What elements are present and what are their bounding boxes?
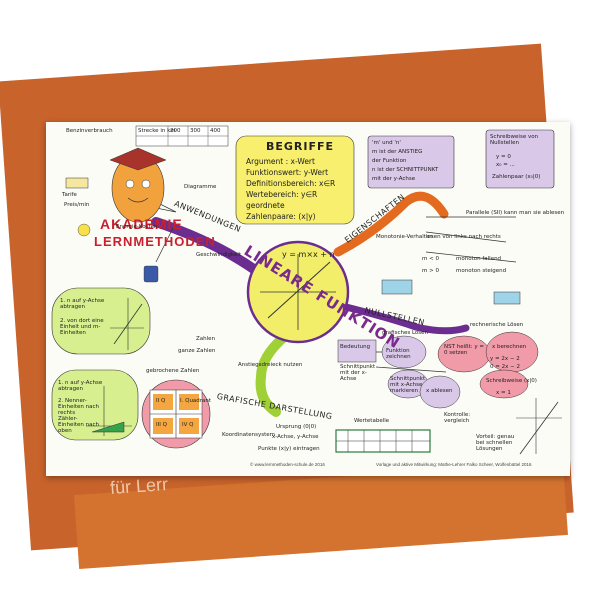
energie-label: Energie-Kosten [116,224,158,230]
begriffe-line: Definitionsbereich: x∈R [246,179,336,188]
zahlen-label: Zahlen [196,336,216,342]
center-formula: y = m×x + n [282,250,335,259]
schreibweise-line: Zahlenpaar (x₀|0) [492,174,541,180]
footer-left: © www.lernmethoden-schule.de 2016 [250,462,325,467]
brand-line-2: LERNMETHODEN [94,234,216,249]
schreibweise-box [485,129,555,189]
note-m-lt-0: m < 0 [422,256,439,262]
achsen-label: x-Achse, y-Achse [272,434,319,440]
note-parallel: Parallele (SII) kann man sie ablesen [466,210,565,216]
eigenschaften-box [367,135,455,189]
note-funktion-zeichnen: Funktion zeichnen [386,348,411,360]
begriffe-line: Argument : x-Wert [246,157,315,166]
note-monoton: Monotonie-Verhalten [376,234,433,240]
green-panel-2 [51,369,139,441]
punkte-label: Punkte (x|y) eintragen [258,446,320,452]
note-markieren: Schnittpunkt mit x-Achse markieren [390,376,426,394]
schreibweise-line: y = 0 [496,154,511,160]
note-lesen: lesen von links nach rechts [426,234,501,240]
eig-line: n ist der SCHNITTPUNKT [372,167,439,173]
diagramme-label: Diagramme [184,184,217,190]
wertetabelle-label: Wertetabelle [354,418,390,424]
benzinverbrauch-label: Benzinverbrauch [66,128,113,134]
anstieg-label: Anstiegsdreieck nutzen [238,362,303,368]
quadrant-2: II Q [156,398,166,404]
branch-eigenschaften [333,191,449,257]
begriffe-line: Wertebereich: y∈R [246,190,318,199]
eig-line: 'm' und 'n' [372,140,401,146]
brand-line-1: AKADEMIE [100,216,183,232]
table-header-0: Strecke in km [138,128,176,134]
branch-grafische [255,332,289,417]
note-gleichung: y = 2x − 2 [490,356,520,362]
quadrant-3: III Q [156,422,167,428]
step-1: 1. n auf y-Achse abtragen [60,298,105,310]
step-a: 1. n auf y-Achse abtragen [58,380,103,392]
ursprung-label: Ursprung (0|0) [276,424,317,430]
geschwindigkeit-label: Geschwindigkeit [196,252,242,258]
note-grafisch: grafisches Lösen [382,330,429,336]
schreibweise-line: x₀ = ... [496,162,515,168]
note-x-eq-1: x = 1 [496,390,511,396]
table-header-2: 300 [190,128,201,134]
note-steigend: monoton steigend [456,268,507,274]
note-x-ablesen: x ablesen [426,388,453,394]
step-b: 2. Nenner-Einheiten nach rechts [58,398,100,416]
mindmap-drawing [51,125,562,455]
step-2: 2. von dort eine Einheit und m-Einheiten [60,318,104,336]
mindmap-sheet: AKADEMIE LERNMETHODEN Benzinverbrauch Ta… [46,122,570,476]
begriffe-title: BEGRIFFE [266,140,335,153]
note-vorteil: Vorteil: genau bei schnellen Lösungen [476,434,515,452]
begriffe-box [235,135,355,225]
schreibweise-title: Schreibweise von Nullstellen [490,134,539,146]
eig-line: der Funktion [372,158,407,164]
table-header-3: 400 [210,128,221,134]
quadrant-4: IV Q [182,422,194,428]
quadrant-1: I. Quadrant [180,398,212,404]
note-x-berechnen: x berechnen [492,344,527,350]
ganze-label: ganze Zahlen [178,348,216,354]
step-c: Zähler-Einheiten nach oben [58,416,100,434]
preis-label: Preis/min [64,202,90,208]
begriffe-line: geordnete [246,201,285,210]
footer-right: Vorlage und aktive Mitwirkung: Mathe-Leh… [376,462,532,467]
begriffe-line: Zahlenpaare: (x|y) [246,212,316,221]
branch-anwendungen [151,217,263,277]
green-panel-1 [51,287,151,355]
eig-line: m ist der ANSTIEG [372,149,423,155]
tarife-label: Tarife [62,192,77,198]
note-m-gt-0: m > 0 [422,268,439,274]
branch-nullstellen [342,303,470,335]
koordinaten-label: Koordinatensystem [222,432,276,438]
note-kontrolle: Kontrolle: vergleich [444,412,471,424]
note-schreibweise-zahlenpaar: Schreibweise (x|0) [486,378,537,384]
eig-line: mit der y-Achse [372,176,416,182]
folder-text: für Lerr [109,474,169,499]
note-bedeutung: Bedeutung [340,344,371,350]
table-header-1: 200 [170,128,181,134]
note-fallend: monoton fallend [456,256,502,262]
begriffe-line: Funktionswert: y-Wert [246,168,329,177]
note-rechnerisch: rechnerische Lösen [470,322,524,328]
note-schnittpunkt: Schnittpunkt mit der x-Achse [340,364,376,382]
gebrochene-label: gebrochene Zahlen [146,368,200,374]
note-nullsetzen: 0 = 2x − 2 [490,364,520,370]
note-nst: NST heißt: y = 0 setzen [444,344,484,356]
